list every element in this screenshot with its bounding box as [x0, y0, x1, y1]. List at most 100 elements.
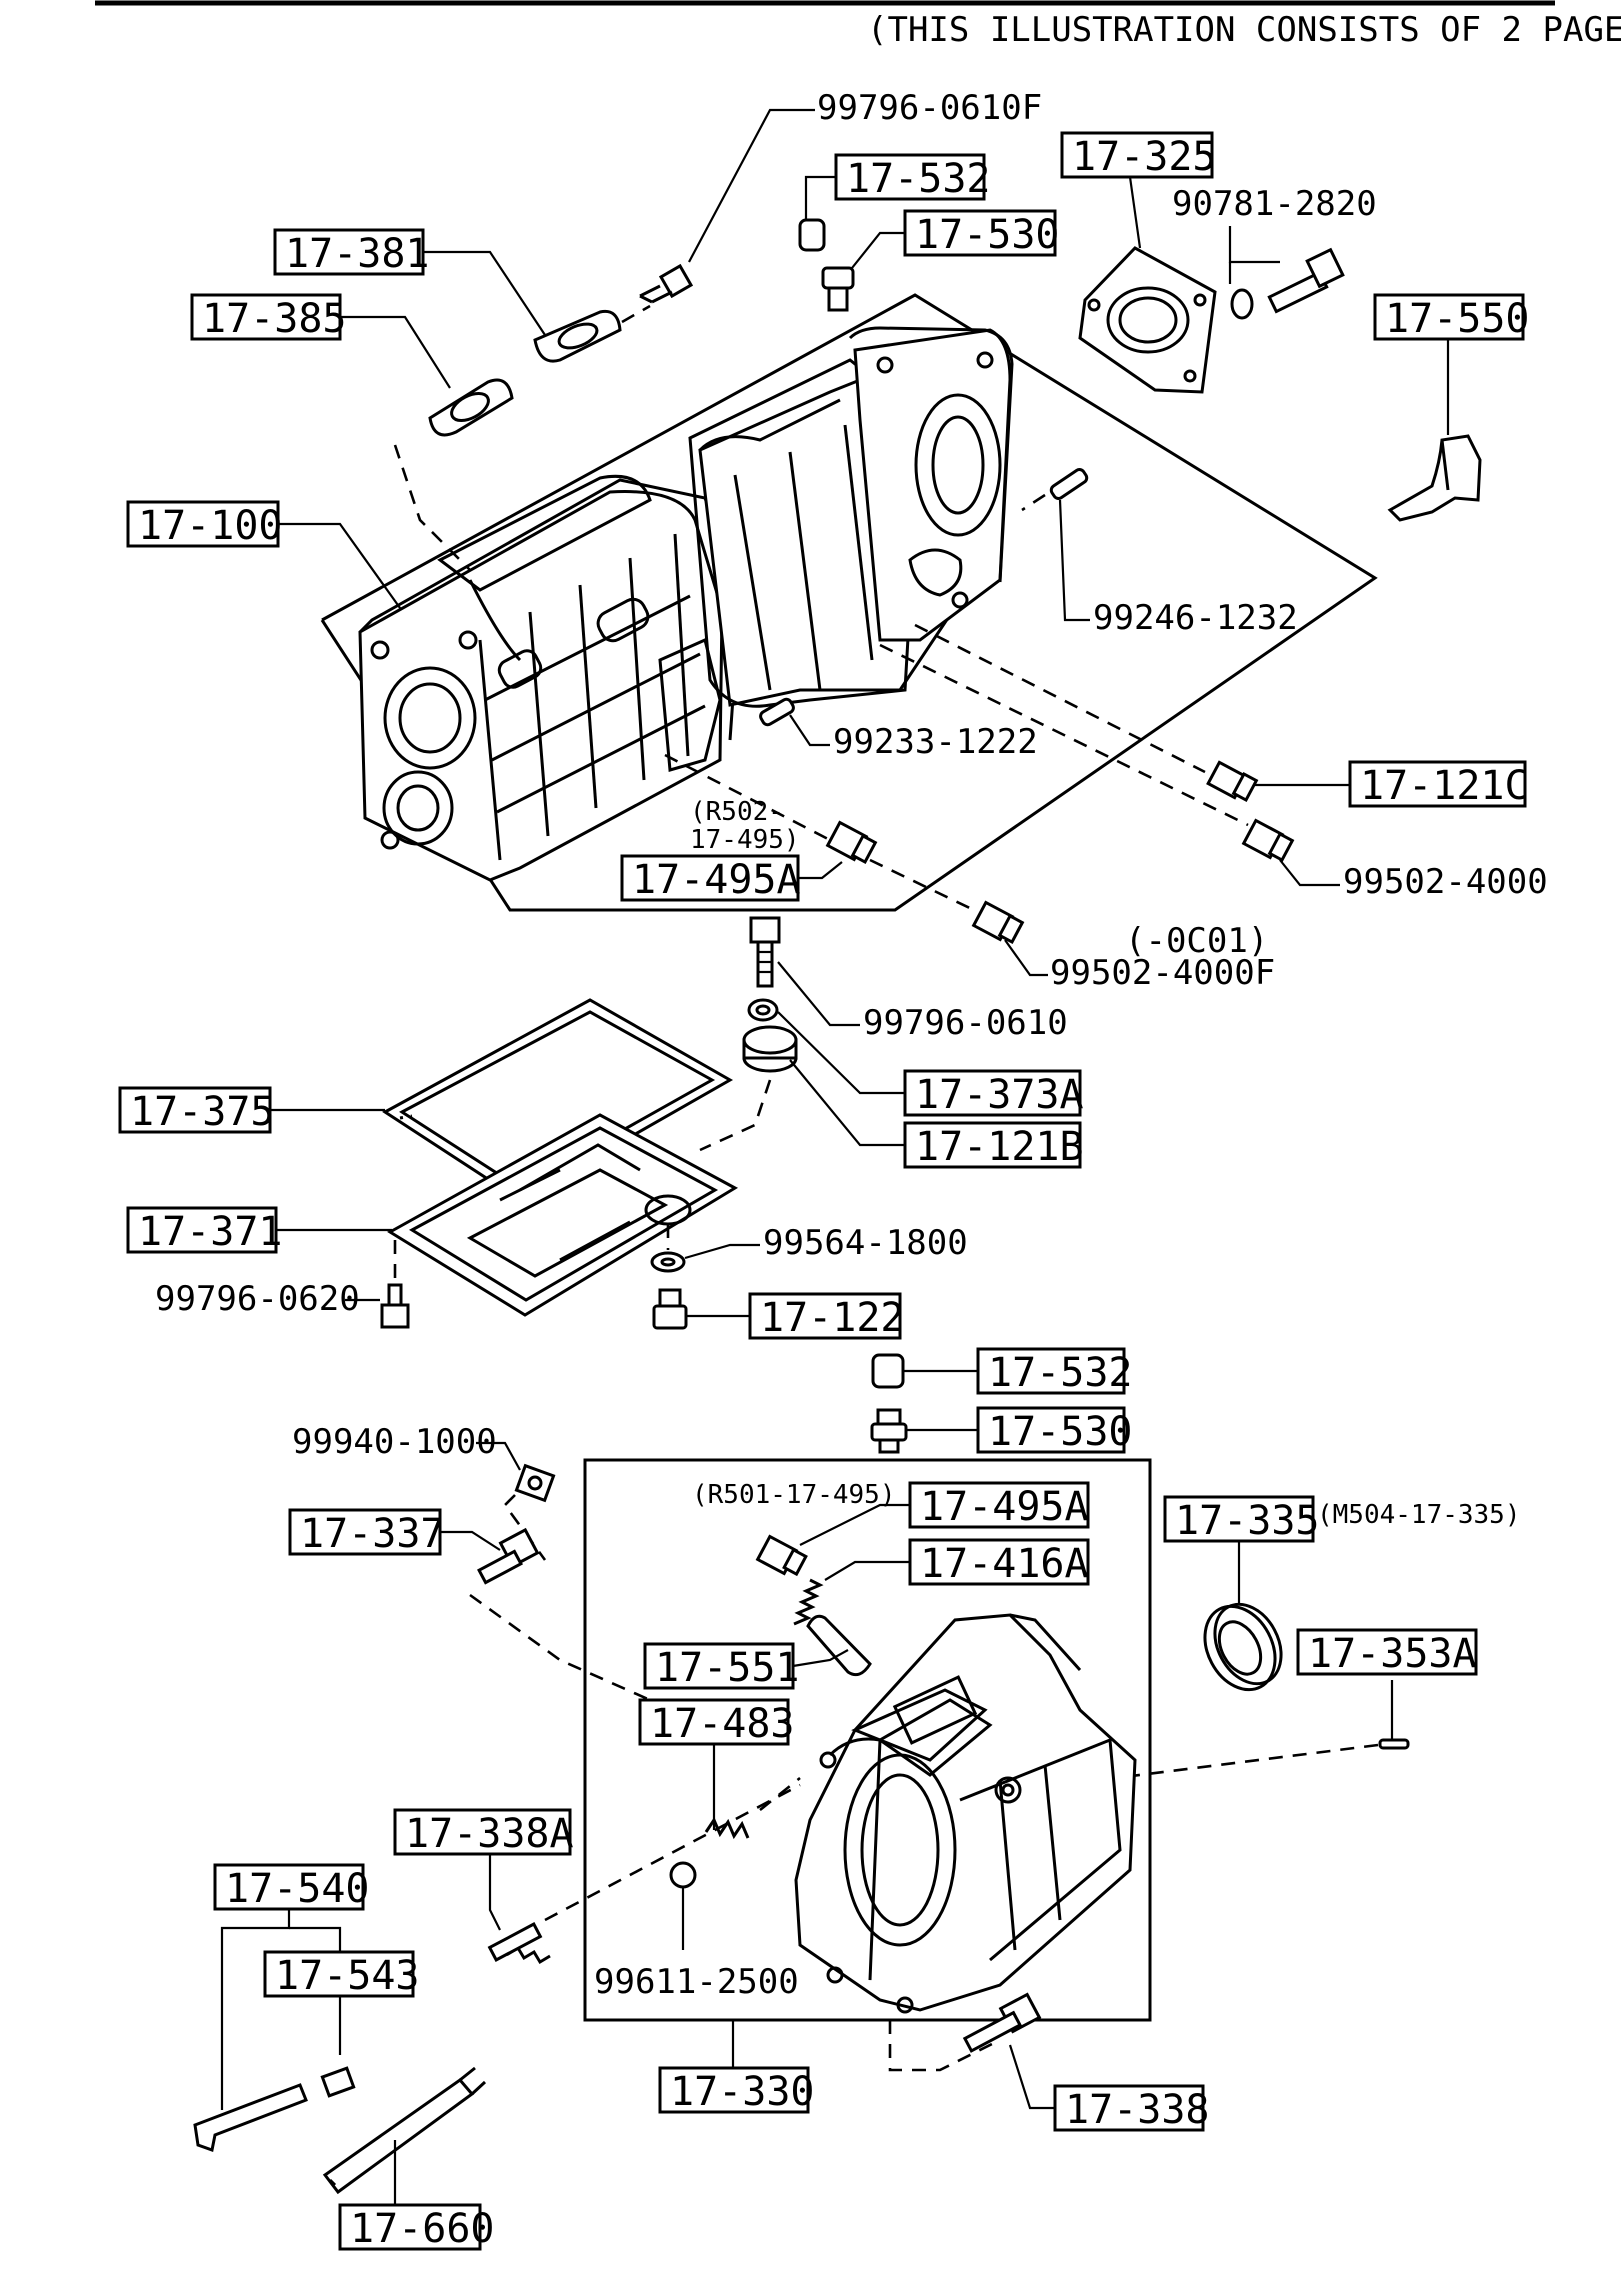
label-99940-1000: 99940-1000 — [292, 1422, 497, 1462]
washer-90781 — [1230, 288, 1254, 320]
transmission-case-17-100 — [358, 326, 1014, 882]
washer-17-373A — [747, 998, 779, 1022]
nut-99940-1000 — [514, 1463, 556, 1503]
box-17-122 — [748, 1292, 902, 1340]
label-17-381: 17-381 — [285, 231, 430, 277]
note-oc01: (-0C01) — [1125, 921, 1268, 961]
label-17-121B: 17-121B — [915, 1124, 1084, 1170]
plug-99502-4000F — [971, 900, 1025, 945]
box-17-373A — [903, 1069, 1082, 1117]
label-17-495A-top: 17-495A — [632, 857, 801, 903]
box-17-532-bottom — [976, 1347, 1126, 1395]
label-90781-2820: 90781-2820 — [1172, 184, 1377, 224]
gasket-17-375 — [382, 998, 734, 1202]
plug-17-532-top — [798, 218, 826, 252]
label-17-530-top: 17-530 — [915, 212, 1060, 258]
page-note: (THIS ILLUSTRATION CONSISTS OF 2 PAGES) — [867, 10, 1621, 50]
label-99502-4000F: 99502-4000F — [1050, 953, 1275, 993]
label-17-483: 17-483 — [650, 1701, 795, 1747]
pin-99233-1222 — [759, 697, 795, 727]
bolt-90781-2820 — [1267, 247, 1345, 314]
label-17-540: 17-540 — [225, 1866, 370, 1912]
bolt-99796-0610 — [749, 916, 781, 988]
oil-pan-17-371 — [387, 1113, 739, 1317]
spring-17-483 — [704, 1816, 750, 1840]
plunger-17-551 — [806, 1614, 872, 1677]
stud-17-338A — [487, 1922, 551, 1965]
box-17-330 — [658, 2066, 810, 2114]
drain-plug-17-122 — [652, 1288, 688, 1330]
gasket-17-381 — [533, 309, 622, 363]
magnet-17-121B — [742, 1025, 798, 1073]
label-17-385: 17-385 — [202, 296, 347, 342]
label-99233-1222: 99233-1222 — [833, 722, 1038, 762]
label-17-353A: 17-353A — [1308, 1631, 1477, 1677]
box-17-660 — [338, 2203, 482, 2251]
label-17-100: 17-100 — [138, 503, 283, 549]
label-17-371: 17-371 — [138, 1209, 283, 1255]
box-17-530-bottom — [976, 1406, 1126, 1454]
ball-99611-2500 — [669, 1861, 697, 1889]
note-r501: (R501-17-495) — [692, 1480, 896, 1510]
box-17-495A-top — [620, 854, 800, 902]
label-99796-0620: 99796-0620 — [155, 1279, 360, 1319]
note-r502-line1: (R502- — [690, 797, 784, 827]
plug-17-495A-bottom — [755, 1534, 808, 1577]
block-17-543 — [320, 2066, 356, 2098]
box-17-530-top — [903, 209, 1057, 257]
note-r502-line2: 17-495) — [690, 825, 800, 855]
label-17-338: 17-338 — [1065, 2087, 1210, 2133]
label-99611-2500: 99611-2500 — [594, 1962, 799, 2002]
label-99796-0610: 99796-0610 — [863, 1003, 1068, 1043]
label-17-335: 17-335 — [1175, 1498, 1320, 1544]
box-17-121B — [903, 1121, 1082, 1169]
box-17-532-top — [834, 153, 986, 201]
bolt-99796-0610F — [639, 263, 694, 304]
pin-99246-1232 — [1049, 468, 1089, 500]
oil-seal-17-335 — [1203, 1602, 1283, 1692]
group-outline-17-330 — [583, 1458, 1152, 2022]
label-99564-1800: 99564-1800 — [763, 1223, 968, 1263]
label-99796-0610F: 99796-0610F — [817, 88, 1042, 128]
label-17-551: 17-551 — [655, 1645, 800, 1691]
label-17-660: 17-660 — [350, 2206, 495, 2252]
switch-17-530-top — [821, 266, 855, 312]
label-17-532-top: 17-532 — [846, 156, 991, 202]
box-17-353A — [1296, 1628, 1478, 1676]
box-17-338A — [393, 1808, 572, 1856]
label-17-375: 17-375 — [130, 1089, 275, 1135]
bracket-17-540 — [193, 2083, 308, 2152]
label-17-337: 17-337 — [300, 1511, 445, 1557]
plug-17-495A-top — [825, 820, 878, 865]
box-17-325 — [1060, 131, 1214, 179]
box-17-338 — [1053, 2084, 1205, 2132]
label-99246-1232: 99246-1232 — [1093, 598, 1298, 638]
box-17-121C — [1348, 760, 1527, 808]
bracket-17-550 — [1387, 434, 1482, 522]
note-m504: (M504-17-335) — [1317, 1500, 1521, 1530]
label-17-530-bottom: 17-530 — [988, 1409, 1133, 1455]
switch-17-530-bottom — [870, 1408, 908, 1454]
label-17-373A: 17-373A — [915, 1072, 1084, 1118]
label-99502-4000: 99502-4000 — [1343, 862, 1548, 902]
label-17-543: 17-543 — [275, 1953, 420, 1999]
plug-17-532-bottom — [871, 1353, 905, 1389]
label-17-416A: 17-416A — [920, 1541, 1089, 1587]
label-17-532-bottom: 17-532 — [988, 1350, 1133, 1396]
label-17-495A-bottom: 17-495A — [920, 1484, 1089, 1530]
label-17-330: 17-330 — [670, 2069, 815, 2115]
label-17-121C: 17-121C — [1360, 763, 1529, 809]
gasket-17-385 — [428, 378, 514, 437]
pin-17-353A — [1378, 1738, 1410, 1750]
extension-housing-17-330 — [794, 1613, 1137, 2014]
washer-99564-1800 — [650, 1251, 686, 1273]
bolt-17-337 — [477, 1527, 540, 1585]
plug-17-121C — [1206, 760, 1259, 803]
label-17-122: 17-122 — [760, 1295, 905, 1341]
plate-17-325 — [1078, 246, 1217, 394]
label-17-338A: 17-338A — [405, 1811, 574, 1857]
bolt-99796-0620 — [380, 1283, 410, 1329]
label-17-550: 17-550 — [1385, 296, 1530, 342]
plug-99502-4000 — [1241, 818, 1295, 863]
